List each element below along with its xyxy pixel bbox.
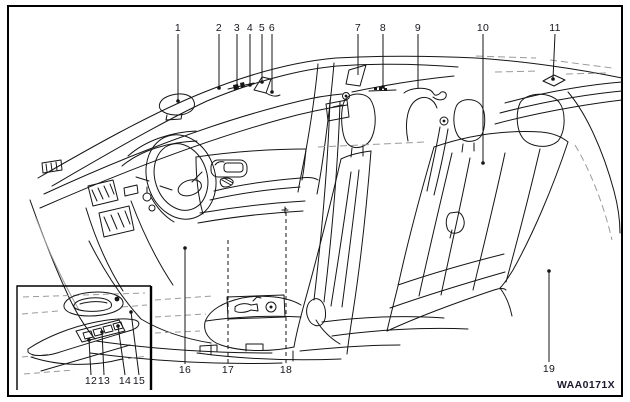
callout-dot-11 xyxy=(551,77,555,81)
callout-label-18: 18 xyxy=(279,363,293,376)
callout-dot-6 xyxy=(270,90,274,94)
figure-border xyxy=(7,5,623,397)
callout-label-3: 3 xyxy=(233,21,241,34)
callout-dot-19 xyxy=(547,269,551,273)
steering-wheel xyxy=(121,130,217,223)
center-stack xyxy=(85,179,174,292)
callout-dot-8 xyxy=(381,85,385,89)
b-pillar-seat-belt xyxy=(297,62,350,345)
callout-dot-12 xyxy=(87,338,91,342)
car-interior-line-art xyxy=(29,55,623,364)
inset-lock-knob xyxy=(114,296,120,302)
callout-label-7: 7 xyxy=(354,21,362,34)
rear-shelf xyxy=(494,74,623,234)
door-panel-inset xyxy=(16,285,153,390)
callout-leader-13 xyxy=(101,331,105,376)
callout-label-13: 13 xyxy=(97,374,111,387)
callout-dot-14 xyxy=(116,324,120,328)
callout-label-2: 2 xyxy=(215,21,223,34)
front-seat xyxy=(196,93,376,362)
callout-leader-12 xyxy=(88,339,92,376)
callout-label-14: 14 xyxy=(118,374,132,387)
inset-window-switches xyxy=(75,319,126,343)
callout-label-11: 11 xyxy=(549,21,561,34)
inset-armrest xyxy=(27,318,140,356)
callout-label-4: 4 xyxy=(246,21,254,34)
callout-label-10: 10 xyxy=(476,21,490,34)
callout-label-19: 19 xyxy=(542,362,556,375)
callout-label-16: 16 xyxy=(178,363,192,376)
callout-dot-13 xyxy=(100,330,104,334)
callout-label-9: 9 xyxy=(414,21,422,34)
callout-label-17: 17 xyxy=(221,363,235,376)
callout-label-15: 15 xyxy=(132,374,146,387)
callout-dot-2 xyxy=(217,86,221,90)
callout-label-5: 5 xyxy=(258,21,266,34)
floor-sill xyxy=(89,316,469,364)
map-light xyxy=(368,87,397,92)
rear-seat xyxy=(386,93,569,332)
callout-leader-lines xyxy=(87,33,556,376)
callout-label-1: 1 xyxy=(174,21,182,34)
passenger-door xyxy=(195,148,319,224)
coat-hook xyxy=(403,87,447,101)
callout-label-6: 6 xyxy=(268,21,276,34)
callout-dot-10 xyxy=(481,161,485,165)
callout-dot-1 xyxy=(176,99,180,103)
callout-leader-14 xyxy=(117,325,126,376)
callout-dot-15 xyxy=(129,310,133,314)
callout-label-12: 12 xyxy=(84,374,98,387)
rear-seat-belt xyxy=(426,116,465,239)
callout-label-8: 8 xyxy=(379,21,387,34)
callout-dot-4 xyxy=(248,83,252,87)
callout-leader-15 xyxy=(130,311,140,376)
callout-dot-16 xyxy=(183,246,187,250)
power-seat-switch xyxy=(226,294,286,320)
hidden-gray-lines xyxy=(35,55,613,334)
callout-dot-5 xyxy=(260,80,264,84)
sun-visor xyxy=(345,64,367,87)
callout-dot-3 xyxy=(235,85,239,89)
callout-leader-11 xyxy=(552,33,556,80)
inset-door-handle xyxy=(63,291,124,317)
figure-code: WAA0171X xyxy=(556,379,615,391)
